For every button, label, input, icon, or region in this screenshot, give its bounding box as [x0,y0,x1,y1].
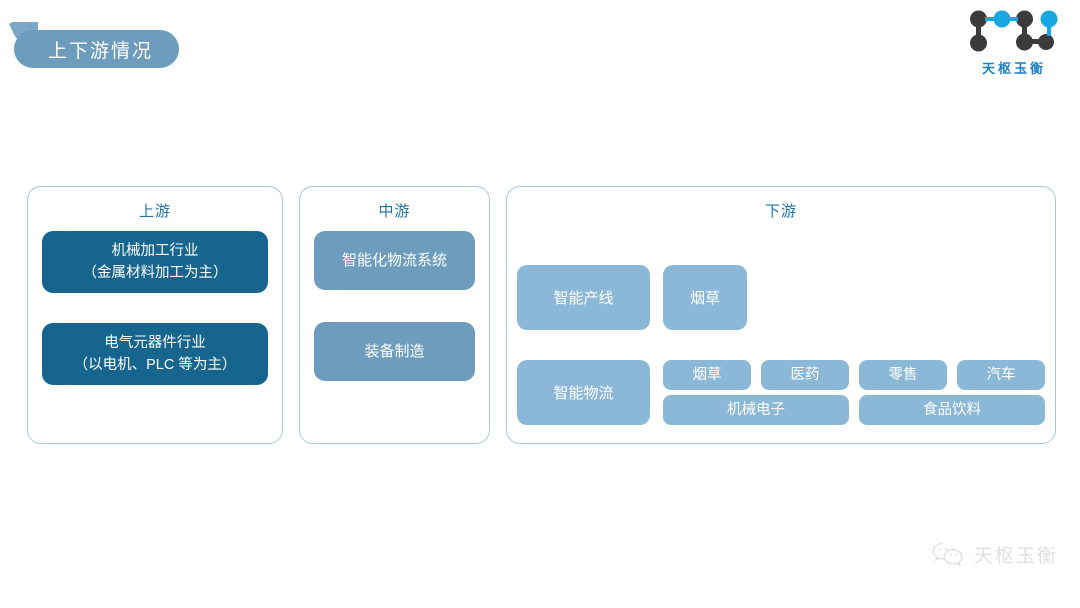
upstream-item-1[interactable]: 机械加工行业 （金属材料加工为主） [42,231,268,293]
downstream-tag-line-1: 烟草 医药 零售 汽车 [663,360,1045,390]
downstream-card: 下游 智能产线 烟草 智能物流 烟草 医药 零售 汽车 [506,186,1056,444]
downstream-row-logistics: 智能物流 烟草 医药 零售 汽车 机械电子 食品饮料 [517,360,1045,425]
downstream-tag-automotive[interactable]: 汽车 [957,360,1045,390]
downstream-tag-retail[interactable]: 零售 [859,360,947,390]
logo-molecule-icon [970,10,1058,52]
downstream-tag-pharma[interactable]: 医药 [761,360,849,390]
midstream-item-1[interactable]: 智能化物流系统 [314,231,475,290]
upstream-item-2-line1: 电气元器件行业 [104,335,206,351]
upstream-body: 机械加工行业 （金属材料加工为主） 电气元器件行业 （以电机、PLC 等为主） [38,231,272,429]
downstream-tag-line-2: 机械电子 食品饮料 [663,395,1045,425]
upstream-card: 上游 机械加工行业 （金属材料加工为主） 电气元器件行业 （以电机、PLC 等为… [27,186,283,444]
downstream-tag-tobacco[interactable]: 烟草 [663,360,751,390]
downstream-title: 下游 [764,203,797,220]
brand-logo: 天枢玉衡 [964,8,1064,82]
page-title-label: 上下游情况 [48,40,154,62]
downstream-tag-grid: 烟草 医药 零售 汽车 机械电子 食品饮料 [663,360,1045,425]
upstream-item-1-line1: 机械加工行业 [111,243,199,259]
downstream-segment-smart-logistics[interactable]: 智能物流 [517,360,650,425]
downstream-row-production: 智能产线 烟草 [517,265,1045,330]
downstream-tag-food-beverage[interactable]: 食品饮料 [859,395,1045,425]
logo-text: 天枢玉衡 [981,61,1046,76]
watermark-text: 天枢玉衡 [973,545,1058,567]
midstream-card: 中游 智能化物流系统 装备制造 [299,186,490,444]
downstream-segment-smart-production-line[interactable]: 智能产线 [517,265,650,330]
midstream-item-2[interactable]: 装备制造 [314,322,475,381]
midstream-title: 中游 [378,203,411,220]
downstream-rows: 智能产线 烟草 智能物流 烟草 医药 零售 汽车 机械电子 [517,231,1045,429]
downstream-tag-machinery-electronics[interactable]: 机械电子 [663,395,849,425]
downstream-body: 智能产线 烟草 智能物流 烟草 医药 零售 汽车 机械电子 [517,231,1045,429]
upstream-title: 上游 [138,203,171,220]
upstream-item-2[interactable]: 电气元器件行业 （以电机、PLC 等为主） [42,323,268,385]
upstream-item-1-line2: （金属材料加工为主） [82,265,228,281]
value-chain-diagram: 上游 机械加工行业 （金属材料加工为主） 电气元器件行业 （以电机、PLC 等为… [27,186,1058,444]
downstream-tag-tobacco-production[interactable]: 烟草 [663,265,747,330]
wechat-icon [932,542,963,567]
midstream-body: 智能化物流系统 装备制造 [310,231,479,429]
page-title: 上下游情况 [14,30,180,68]
wechat-watermark: 天枢玉衡 [931,540,1058,568]
upstream-item-2-line2: （以电机、PLC 等为主） [73,357,237,373]
